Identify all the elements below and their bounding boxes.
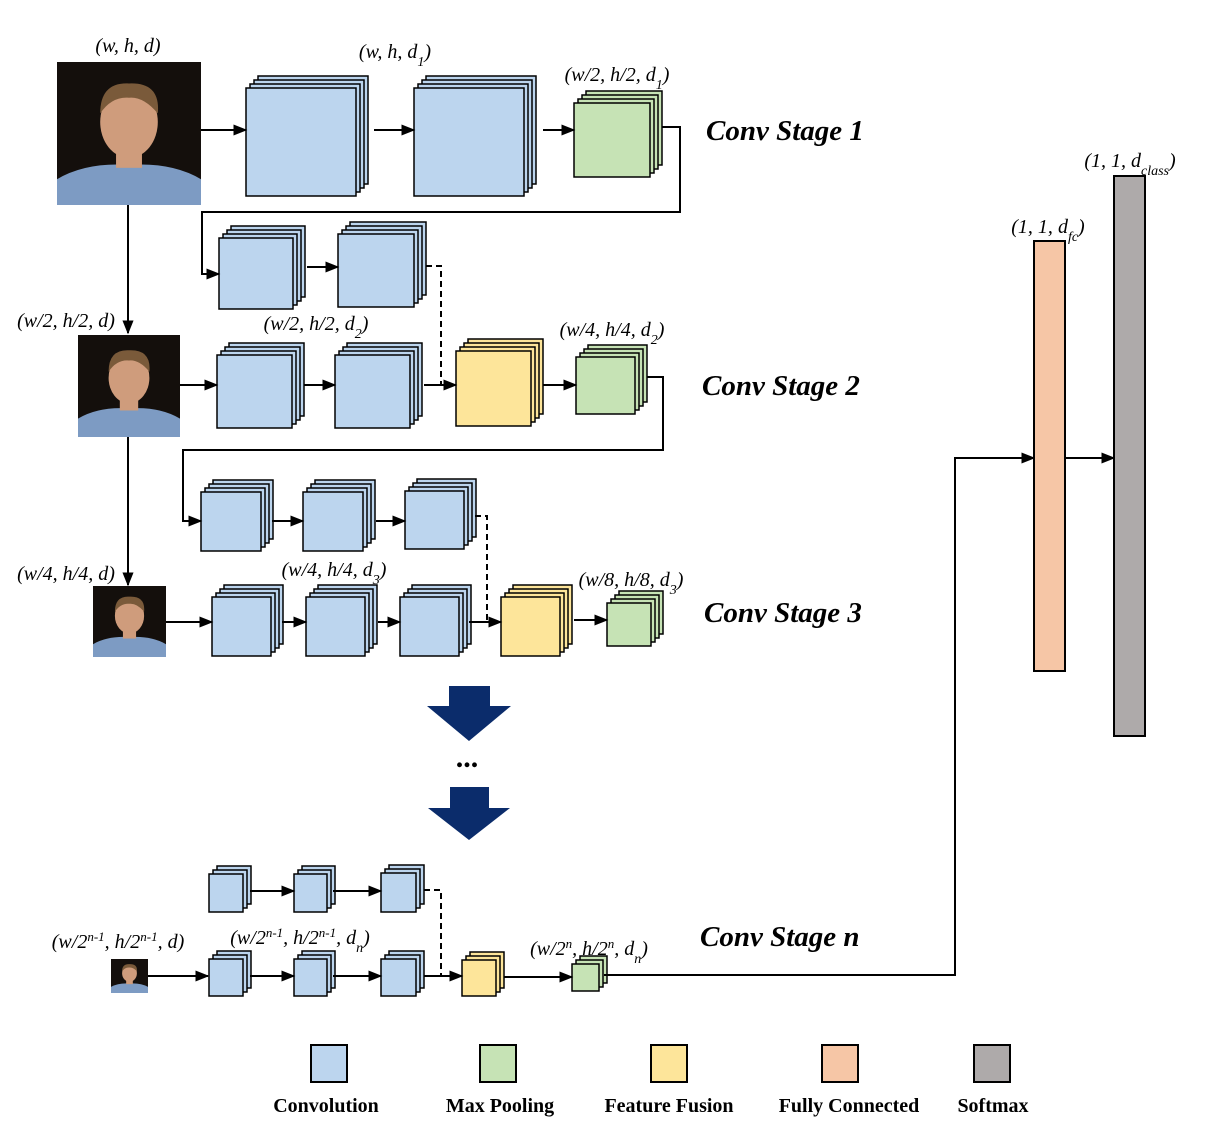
block-s2-branch-conv-a xyxy=(218,225,306,310)
block-s2-fusion xyxy=(455,338,544,427)
label-conv-dims-2: (w/2, h/2, d2) xyxy=(264,313,369,342)
softmax-bar xyxy=(1113,175,1146,737)
label-conv-dims-3: (w/4, h/4, d3) xyxy=(282,559,387,588)
label-conv-dims-1: (w, h, d1) xyxy=(359,41,432,70)
face-stage-3 xyxy=(93,586,166,657)
label-input-dims-3: (w/4, h/4, d) xyxy=(17,563,115,585)
block-s1-conv-a xyxy=(245,75,369,197)
block-sn-conv-a xyxy=(208,950,252,997)
wire-to-fully-connected xyxy=(604,452,1036,976)
label-softmax-dims: (1, 1, dclass) xyxy=(1084,150,1176,179)
block-sn-conv-b xyxy=(293,950,336,997)
block-sn-conv-c xyxy=(380,950,425,997)
wire-s1-to-s2-branch xyxy=(201,126,681,280)
label-input-dims-2: (w/2, h/2, d) xyxy=(17,310,115,332)
legend-swatch-softmax xyxy=(973,1044,1011,1083)
face-stage-n xyxy=(111,959,148,993)
label-input-dims-n: (w/2n-1, h/2n-1, d) xyxy=(52,929,185,954)
label-pool-dims-n: (w/2n, h/2n, dn) xyxy=(530,936,648,967)
block-s2-pool xyxy=(575,344,648,415)
block-sn-fusion xyxy=(461,951,505,997)
stage-title-n: Conv Stage n xyxy=(700,921,860,953)
legend-swatch-feature-fusion xyxy=(650,1044,688,1083)
block-s2-conv-a xyxy=(216,342,305,429)
dashed-s2-branch-fusion xyxy=(426,265,442,385)
block-sn-branch-conv-a xyxy=(208,865,252,913)
block-s3-conv-b xyxy=(305,584,378,657)
legend-label-max-pooling: Max Pooling xyxy=(446,1095,554,1117)
legend: Convolution Max Pooling Feature Fusion F… xyxy=(273,1044,1029,1117)
stage-title-1: Conv Stage 1 xyxy=(706,115,864,147)
label-fc-dims: (1, 1, dfc) xyxy=(1011,216,1085,245)
block-s3-conv-a xyxy=(211,584,284,657)
block-sn-pool xyxy=(571,955,608,992)
legend-label-fully-connected: Fully Connected xyxy=(779,1095,920,1117)
big-down-arrow-1 xyxy=(427,686,511,741)
legend-label-convolution: Convolution xyxy=(273,1095,379,1117)
block-sn-branch-conv-b xyxy=(293,865,336,913)
block-s3-branch-conv-b xyxy=(302,479,376,552)
label-input-dims-1: (w, h, d) xyxy=(95,35,161,57)
fully-connected-bar xyxy=(1033,240,1066,672)
legend-swatch-convolution xyxy=(310,1044,348,1083)
legend-swatch-max-pooling xyxy=(479,1044,517,1083)
block-s3-pool xyxy=(606,590,664,647)
face-stage-1 xyxy=(57,62,201,205)
block-s2-conv-b xyxy=(334,342,423,429)
legend-label-softmax: Softmax xyxy=(957,1095,1028,1117)
block-sn-branch-conv-c xyxy=(380,864,425,913)
stage-title-2: Conv Stage 2 xyxy=(702,370,860,402)
label-pool-dims-2: (w/4, h/4, d2) xyxy=(560,319,665,348)
block-s3-branch-conv-c xyxy=(404,478,477,550)
ellipsis: ... xyxy=(456,741,479,774)
block-s3-branch-conv-a xyxy=(200,479,274,552)
dashed-sn-branch-fusion xyxy=(424,889,442,976)
legend-label-feature-fusion: Feature Fusion xyxy=(604,1095,733,1117)
legend-swatch-fully-connected xyxy=(821,1044,859,1083)
block-s2-branch-conv-b xyxy=(337,221,427,308)
block-s1-conv-b xyxy=(413,75,537,197)
label-conv-dims-n: (w/2n-1, h/2n-1, dn) xyxy=(230,925,370,956)
face-stage-2 xyxy=(78,335,180,437)
wire-s2-to-s3-branch xyxy=(182,376,664,527)
label-pool-dims-3: (w/8, h/8, d3) xyxy=(579,569,684,598)
block-s3-conv-c xyxy=(399,584,472,657)
big-down-arrow-2 xyxy=(428,787,510,840)
dashed-s3-branch-fusion xyxy=(475,515,488,622)
block-s3-fusion xyxy=(500,584,573,657)
label-pool-dims-1: (w/2, h/2, d1) xyxy=(565,64,670,93)
stage-title-3: Conv Stage 3 xyxy=(704,597,862,629)
block-s1-pool xyxy=(573,90,663,178)
